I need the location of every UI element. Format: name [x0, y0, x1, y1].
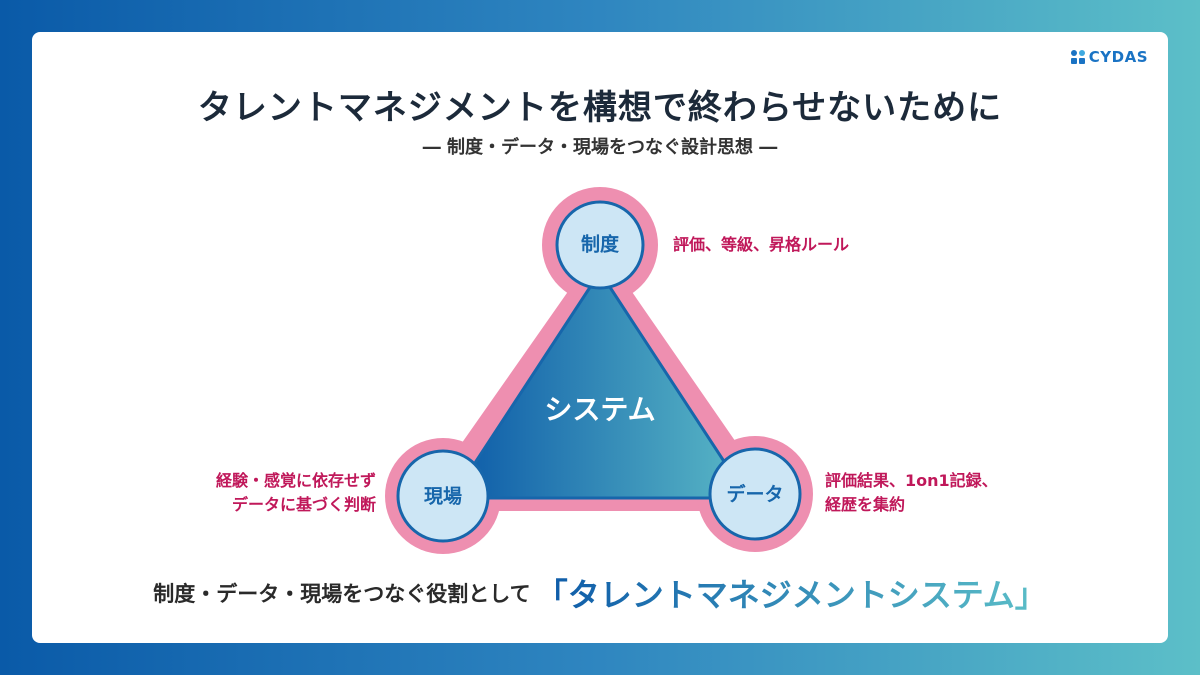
system-triangle	[450, 270, 750, 500]
triangle-diagram	[385, 187, 813, 554]
page-subtitle: ― 制度・データ・現場をつなぐ設計思想 ―	[422, 137, 778, 158]
note-data-line1: 評価結果、1on1記録、	[825, 471, 998, 490]
note-data-line2: 経歴を集約	[825, 495, 906, 514]
node-genba: 現場	[423, 485, 463, 508]
node-seido: 制度	[580, 233, 620, 256]
slide-card: CYDAS タレントマネジメントを構想で終わらせないために ― 制度・データ・現…	[32, 32, 1168, 643]
conclusion-highlight: 「タレントマネジメントシステム」	[535, 576, 1047, 614]
logo-mark-icon	[1070, 50, 1085, 64]
conclusion-lead: 制度・データ・現場をつなぐ役割として	[153, 582, 531, 606]
node-data: データ	[726, 483, 784, 506]
note-genba: 経験・感覚に依存せず データに基づく判断	[216, 469, 376, 517]
system-label: システム	[544, 393, 656, 426]
note-seido: 評価、等級、昇格ルール	[673, 235, 850, 254]
node-circle-top	[555, 200, 645, 290]
node-circle-left	[396, 449, 490, 543]
note-genba-line1: 経験・感覚に依存せず	[215, 471, 376, 490]
cydas-logo: CYDAS	[1070, 48, 1148, 66]
node-circle-right	[708, 447, 802, 541]
note-genba-line2: データに基づく判断	[231, 495, 376, 514]
conclusion: 制度・データ・現場をつなぐ役割として 「タレントマネジメントシステム」	[32, 570, 1168, 616]
page-title: タレントマネジメントを構想で終わらせないために	[197, 88, 1003, 128]
note-data: 評価結果、1on1記録、 経歴を集約	[825, 469, 998, 517]
logo-text: CYDAS	[1088, 48, 1148, 66]
